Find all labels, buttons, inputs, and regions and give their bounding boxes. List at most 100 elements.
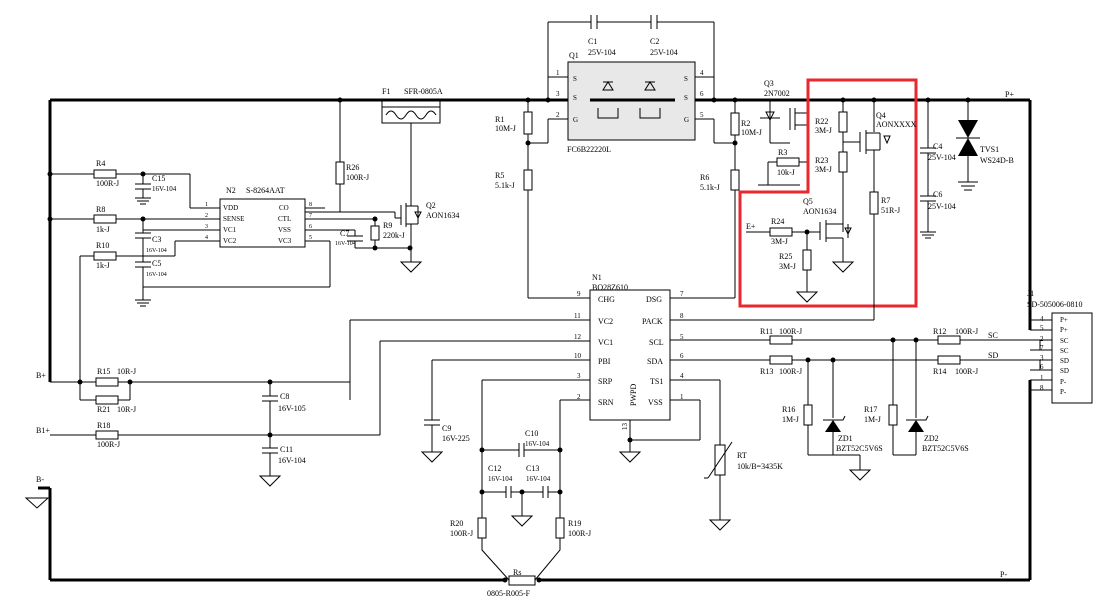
svg-text:R19: R19 xyxy=(568,519,581,528)
svg-text:51R-J: 51R-J xyxy=(881,206,900,215)
svg-text:100R-J: 100R-J xyxy=(97,440,120,449)
resistor-r3: R3 10k-J xyxy=(776,148,800,177)
svg-text:N2: N2 xyxy=(226,186,236,195)
resistor-r12: R12 100R-J xyxy=(933,327,978,345)
svg-text:VDD: VDD xyxy=(223,204,238,212)
svg-text:8: 8 xyxy=(680,312,684,320)
svg-text:100R-J: 100R-J xyxy=(955,327,978,336)
capacitor-c9: C9 16V-225 xyxy=(424,419,470,443)
svg-text:3: 3 xyxy=(205,224,208,230)
svg-text:3M-J: 3M-J xyxy=(815,126,832,135)
svg-text:10k-J: 10k-J xyxy=(777,168,795,177)
svg-text:R3: R3 xyxy=(778,148,787,157)
svg-text:25V-104: 25V-104 xyxy=(928,153,956,162)
svg-text:6: 6 xyxy=(1040,363,1044,371)
capacitor-c11: C11 16V-104 xyxy=(262,445,306,465)
svg-text:7: 7 xyxy=(1040,344,1044,352)
svg-text:1M-J: 1M-J xyxy=(782,415,799,424)
svg-text:Q5: Q5 xyxy=(803,197,813,206)
junction xyxy=(127,379,133,385)
svg-text:100R-J: 100R-J xyxy=(568,529,591,538)
svg-text:6: 6 xyxy=(309,224,312,230)
svg-text:10: 10 xyxy=(574,352,582,360)
capacitor-c8: C8 16V-105 xyxy=(262,392,306,413)
svg-text:8: 8 xyxy=(1040,384,1044,392)
svg-text:R2: R2 xyxy=(741,119,750,128)
svg-text:16V-104: 16V-104 xyxy=(146,248,167,254)
resistor-r4: R4 100R-J xyxy=(93,159,119,188)
resistor-r1: R1 10M-J xyxy=(495,111,533,135)
svg-text:AONXXXX: AONXXXX xyxy=(876,120,917,129)
svg-text:2: 2 xyxy=(1040,335,1044,343)
svg-text:C12: C12 xyxy=(488,464,501,473)
capacitor-c6: C6 25V-104 xyxy=(920,190,956,211)
svg-text:S: S xyxy=(684,75,688,83)
ground-icon xyxy=(920,231,936,239)
capacitor-c13: C13 16V-104 xyxy=(526,464,551,498)
svg-text:C8: C8 xyxy=(280,392,289,401)
net-label-p-plus: P+ xyxy=(1005,90,1014,99)
resistor-r2: R2 10M-J xyxy=(730,112,762,137)
svg-text:AON1634: AON1634 xyxy=(426,211,459,220)
resistor-r17: R17 1M-J xyxy=(864,404,898,426)
svg-text:R23: R23 xyxy=(815,156,828,165)
svg-text:0805-R005-F: 0805-R005-F xyxy=(487,589,531,598)
svg-text:10M-J: 10M-J xyxy=(495,124,516,133)
svg-text:Q4: Q4 xyxy=(876,111,886,120)
svg-text:P-: P- xyxy=(1060,378,1067,386)
svg-text:100R-J: 100R-J xyxy=(450,529,473,538)
svg-text:G: G xyxy=(573,116,578,124)
svg-text:16V-104: 16V-104 xyxy=(278,456,306,465)
svg-text:R18: R18 xyxy=(97,421,110,430)
ground-icon xyxy=(420,451,444,463)
svg-text:R5: R5 xyxy=(495,171,504,180)
svg-text:S: S xyxy=(573,75,577,83)
svg-text:ZD1: ZD1 xyxy=(838,434,853,443)
svg-text:100R-J: 100R-J xyxy=(779,327,802,336)
svg-text:1: 1 xyxy=(556,69,560,77)
svg-text:16V-105: 16V-105 xyxy=(278,404,306,413)
svg-text:2: 2 xyxy=(205,213,208,219)
svg-text:R8: R8 xyxy=(96,205,105,214)
junction xyxy=(627,437,633,443)
capacitor-c3: C3 16V-104 xyxy=(135,232,167,254)
svg-text:10k/B=3435K: 10k/B=3435K xyxy=(737,462,783,471)
resistor-r7: R7 51R-J xyxy=(869,191,900,215)
tvs-diode-tvs1: TVS1 WS24D-B xyxy=(956,100,1014,191)
svg-text:TS1: TS1 xyxy=(650,377,663,386)
svg-text:100R-J: 100R-J xyxy=(779,367,802,376)
svg-text:3: 3 xyxy=(577,372,581,380)
capacitor-c10: C10 16V-104 xyxy=(518,429,550,457)
svg-text:3: 3 xyxy=(1040,354,1044,362)
svg-text:25V-104: 25V-104 xyxy=(928,202,956,211)
ground-icon xyxy=(618,451,642,463)
svg-text:C10: C10 xyxy=(525,429,538,438)
svg-text:7: 7 xyxy=(680,290,684,298)
svg-text:SENSE: SENSE xyxy=(223,215,244,223)
ground-icon xyxy=(848,469,872,481)
svg-text:16V-104: 16V-104 xyxy=(152,185,177,193)
net-label-sc: SC xyxy=(988,331,998,340)
svg-text:BQ28Z610: BQ28Z610 xyxy=(592,283,628,292)
mosfet-q2: Q2 AON1634 xyxy=(394,196,459,262)
svg-text:3M-J: 3M-J xyxy=(815,165,832,174)
svg-text:2: 2 xyxy=(577,393,581,401)
svg-text:13: 13 xyxy=(621,423,629,431)
svg-text:VC2: VC2 xyxy=(223,237,237,245)
ground-icon xyxy=(795,291,819,303)
junction xyxy=(711,97,717,103)
svg-text:Q2: Q2 xyxy=(426,201,436,210)
svg-text:R22: R22 xyxy=(815,117,828,126)
svg-text:16V-104: 16V-104 xyxy=(526,475,551,483)
svg-text:AON1634: AON1634 xyxy=(803,207,836,216)
svg-text:100R-J: 100R-J xyxy=(96,179,119,188)
svg-text:100R-J: 100R-J xyxy=(955,367,978,376)
resistor-r25: R25 3M-J xyxy=(779,249,812,271)
wire xyxy=(481,538,510,581)
junction xyxy=(47,216,53,222)
svg-text:SRP: SRP xyxy=(598,377,613,386)
svg-text:R10: R10 xyxy=(96,241,109,250)
resistor-r23: R23 3M-J xyxy=(815,151,848,174)
net-label-b1-plus: B1+ xyxy=(36,426,50,435)
capacitor-c7: C7 16V-104 xyxy=(335,229,363,247)
